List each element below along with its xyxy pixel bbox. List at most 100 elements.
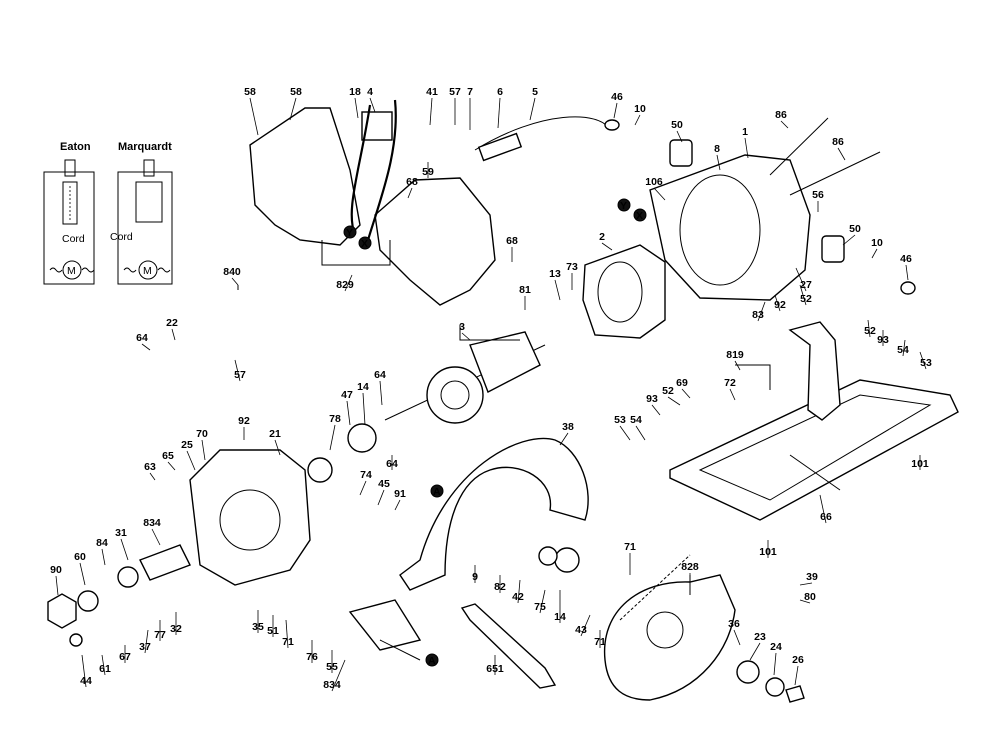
depth-bracket-part — [788, 321, 841, 421]
callout-label-43: 43 — [575, 624, 587, 636]
callout-label-18: 18 — [349, 86, 361, 98]
svg-text:X: X — [361, 238, 368, 250]
callout-leader-1 — [744, 137, 749, 159]
screw-86-lower — [789, 151, 881, 196]
motor-symbol-eaton — [62, 260, 82, 280]
callout-label-92: 92 — [774, 299, 786, 311]
callout-label-52: 52 — [800, 293, 812, 305]
callout-leader-58 — [249, 97, 259, 136]
callout-label-52: 52 — [662, 385, 674, 397]
callout-leader-36 — [733, 629, 741, 646]
brush-cap-46-top — [604, 119, 620, 131]
eaton-title: Eaton — [60, 141, 91, 153]
stator-part — [582, 244, 666, 339]
callout-leader-10 — [871, 248, 878, 259]
callout-label-60: 60 — [74, 551, 86, 563]
callout-label-31: 31 — [115, 527, 127, 539]
callout-label-3: 3 — [459, 321, 465, 333]
callout-leader-5 — [529, 97, 536, 121]
armature-part — [384, 331, 546, 424]
callout-label-58: 58 — [244, 86, 256, 98]
callout-leader-24 — [773, 652, 777, 676]
callout-label-91: 91 — [394, 488, 406, 500]
callout-label-56: 56 — [812, 189, 824, 201]
callout-label-57: 57 — [234, 369, 246, 381]
callout-label-73: 73 — [566, 261, 578, 273]
base-plate-part — [669, 379, 959, 521]
callout-label-101: 101 — [911, 458, 929, 470]
gear-housing-part — [189, 449, 311, 586]
callout-leader-61 — [101, 654, 106, 676]
callout-leader-86 — [837, 147, 846, 161]
callout-leader-64 — [379, 380, 383, 406]
callout-leader-47 — [346, 400, 351, 426]
callout-leader-46 — [905, 264, 909, 281]
callout-label-27: 27 — [800, 279, 812, 291]
callout-label-86: 86 — [832, 136, 844, 148]
callout-label-59: 59 — [422, 166, 434, 178]
svg-text:M: M — [67, 265, 76, 277]
callout-label-53: 53 — [920, 357, 932, 369]
callout-leader-6 — [497, 97, 501, 129]
rear-handle-part — [374, 177, 496, 306]
callout-label-834: 834 — [143, 517, 161, 529]
callout-label-86: 86 — [775, 109, 787, 121]
callout-leader-38 — [559, 432, 569, 446]
callout-label-64: 64 — [374, 369, 386, 381]
brush-holder-50-side — [821, 235, 845, 263]
callout-label-82: 82 — [494, 581, 506, 593]
callout-leader-44 — [81, 654, 87, 688]
svg-text:X: X — [636, 210, 643, 222]
callout-label-47: 47 — [341, 389, 353, 401]
callout-label-75: 75 — [534, 601, 546, 613]
callout-label-25: 25 — [181, 439, 193, 451]
callout-label-44: 44 — [80, 675, 92, 687]
callout-label-828: 828 — [681, 561, 699, 573]
callout-label-24: 24 — [770, 641, 782, 653]
callout-leader-23 — [749, 642, 761, 661]
callout-label-64: 64 — [136, 332, 148, 344]
callout-leader-54 — [902, 339, 906, 357]
callout-leader-14 — [362, 392, 366, 426]
ref-marker-a-guard — [430, 484, 444, 498]
callout-leader-75 — [539, 589, 546, 614]
callout-leader-834 — [331, 659, 346, 692]
wire-marker-y-right — [617, 198, 631, 212]
callout-leader-2 — [601, 242, 613, 251]
callout-label-819: 819 — [726, 349, 744, 361]
callout-label-101: 101 — [759, 546, 777, 558]
callout-leader-840 — [231, 277, 239, 286]
callout-label-90: 90 — [50, 564, 62, 576]
callout-leader-4 — [369, 97, 376, 113]
callout-label-65: 65 — [162, 450, 174, 462]
svg-text:M: M — [143, 265, 152, 277]
callout-label-66: 66 — [820, 511, 832, 523]
callout-leader-53 — [919, 351, 927, 370]
eaton-switch-schematic: Eaton Cord M — [43, 141, 95, 285]
callout-label-68: 68 — [506, 235, 518, 247]
cap-90 — [47, 593, 77, 629]
callout-label-10: 10 — [871, 237, 883, 249]
bearing-78 — [307, 457, 333, 483]
spindle-part — [348, 599, 422, 651]
cord-protector-part — [477, 132, 523, 162]
callout-label-93: 93 — [877, 334, 889, 346]
callout-label-80: 80 — [804, 591, 816, 603]
ref-marker-a-spindle — [425, 653, 439, 667]
callout-leader-21 — [274, 439, 281, 456]
callout-label-7: 7 — [467, 86, 473, 98]
callout-leader-106 — [653, 187, 666, 201]
callout-label-42: 42 — [512, 591, 524, 603]
callout-label-14: 14 — [554, 611, 566, 623]
callout-label-4: 4 — [367, 86, 373, 98]
callout-label-72: 72 — [724, 377, 736, 389]
callout-label-54: 54 — [897, 344, 909, 356]
callout-leader-57 — [234, 359, 241, 382]
callout-label-70: 70 — [196, 428, 208, 440]
svg-text:Y: Y — [620, 200, 627, 212]
callout-leader-78 — [329, 424, 336, 451]
callout-label-50: 50 — [671, 119, 683, 131]
callout-leader-64 — [141, 343, 151, 351]
callout-leader-91 — [394, 499, 401, 511]
